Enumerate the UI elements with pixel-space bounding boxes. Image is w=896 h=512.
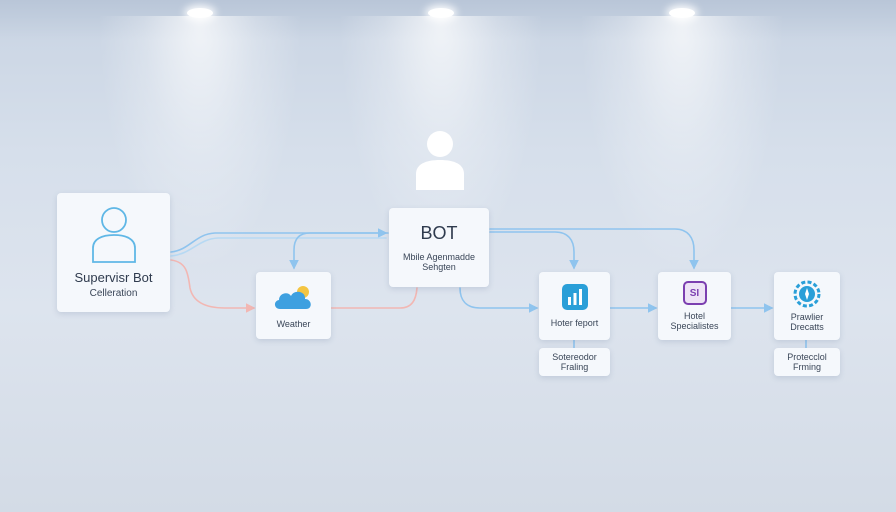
wire-bot-bus-b bbox=[489, 228, 699, 270]
wire-weather-bot bbox=[330, 287, 418, 309]
bot-subtitle-line1: Mbile Agenmadde bbox=[402, 252, 476, 262]
traveler-label-line2: Drecatts bbox=[790, 322, 824, 332]
compass-gear-icon bbox=[793, 280, 821, 308]
hotel-specialist-node[interactable]: SI Hotel Specialistes bbox=[658, 272, 731, 340]
bot-subtitle-line2: Sehgten bbox=[422, 262, 456, 272]
wire-bot-bus-a bbox=[489, 231, 579, 270]
user-outline-icon bbox=[90, 206, 138, 264]
hotel-specialist-label-line2: Specialistes bbox=[670, 321, 719, 331]
ai-badge-text: SI bbox=[689, 287, 700, 299]
supervisor-bot-subtitle: Celleration bbox=[89, 288, 138, 299]
wire-bot-weather bbox=[289, 232, 389, 270]
hotel-report-sub-node[interactable]: Sotereodor Fraling bbox=[539, 348, 610, 376]
bot-title: BOT bbox=[420, 223, 458, 243]
wire-supervisor-weather bbox=[170, 259, 256, 313]
hotel-report-node[interactable]: Hoter feport bbox=[539, 272, 610, 340]
traveler-sub-line1: Protecclol bbox=[787, 352, 827, 362]
traveler-sub-node[interactable]: Protecclol Frming bbox=[774, 348, 840, 376]
bar-chart-icon bbox=[561, 284, 588, 310]
ceiling-spotlight-left bbox=[187, 8, 213, 18]
traveler-label-line1: Prawlier bbox=[790, 312, 824, 322]
hotel-specialist-label-line1: Hotel bbox=[683, 311, 705, 321]
supervisor-bot-node[interactable]: Supervisr Bot Celleration bbox=[57, 193, 170, 312]
cloud-sun-icon bbox=[272, 283, 316, 311]
user-silhouette-icon bbox=[414, 128, 466, 192]
weather-label: Weather bbox=[276, 318, 311, 329]
wire-supervisor-bot-2 bbox=[170, 237, 387, 257]
wire-bot-hotel-report bbox=[459, 287, 539, 313]
weather-node[interactable]: Weather bbox=[256, 272, 331, 339]
ceiling-spotlight-center bbox=[428, 8, 454, 18]
wire-supervisor-bot-1 bbox=[170, 228, 388, 253]
bot-node[interactable]: BOT Mbile Agenmadde Sehgten bbox=[389, 208, 489, 287]
traveler-sub-line2: Frming bbox=[792, 362, 821, 372]
hotel-report-label: Hoter feport bbox=[550, 318, 599, 328]
supervisor-bot-title: Supervisr Bot bbox=[74, 270, 153, 285]
traveler-node[interactable]: Prawlier Drecatts bbox=[774, 272, 840, 340]
ceiling-spotlight-right bbox=[669, 8, 695, 18]
hotel-report-sub-line2: Fraling bbox=[560, 362, 589, 372]
ai-badge-icon: SI bbox=[682, 281, 707, 305]
hotel-report-sub-line1: Sotereodor bbox=[552, 352, 597, 362]
